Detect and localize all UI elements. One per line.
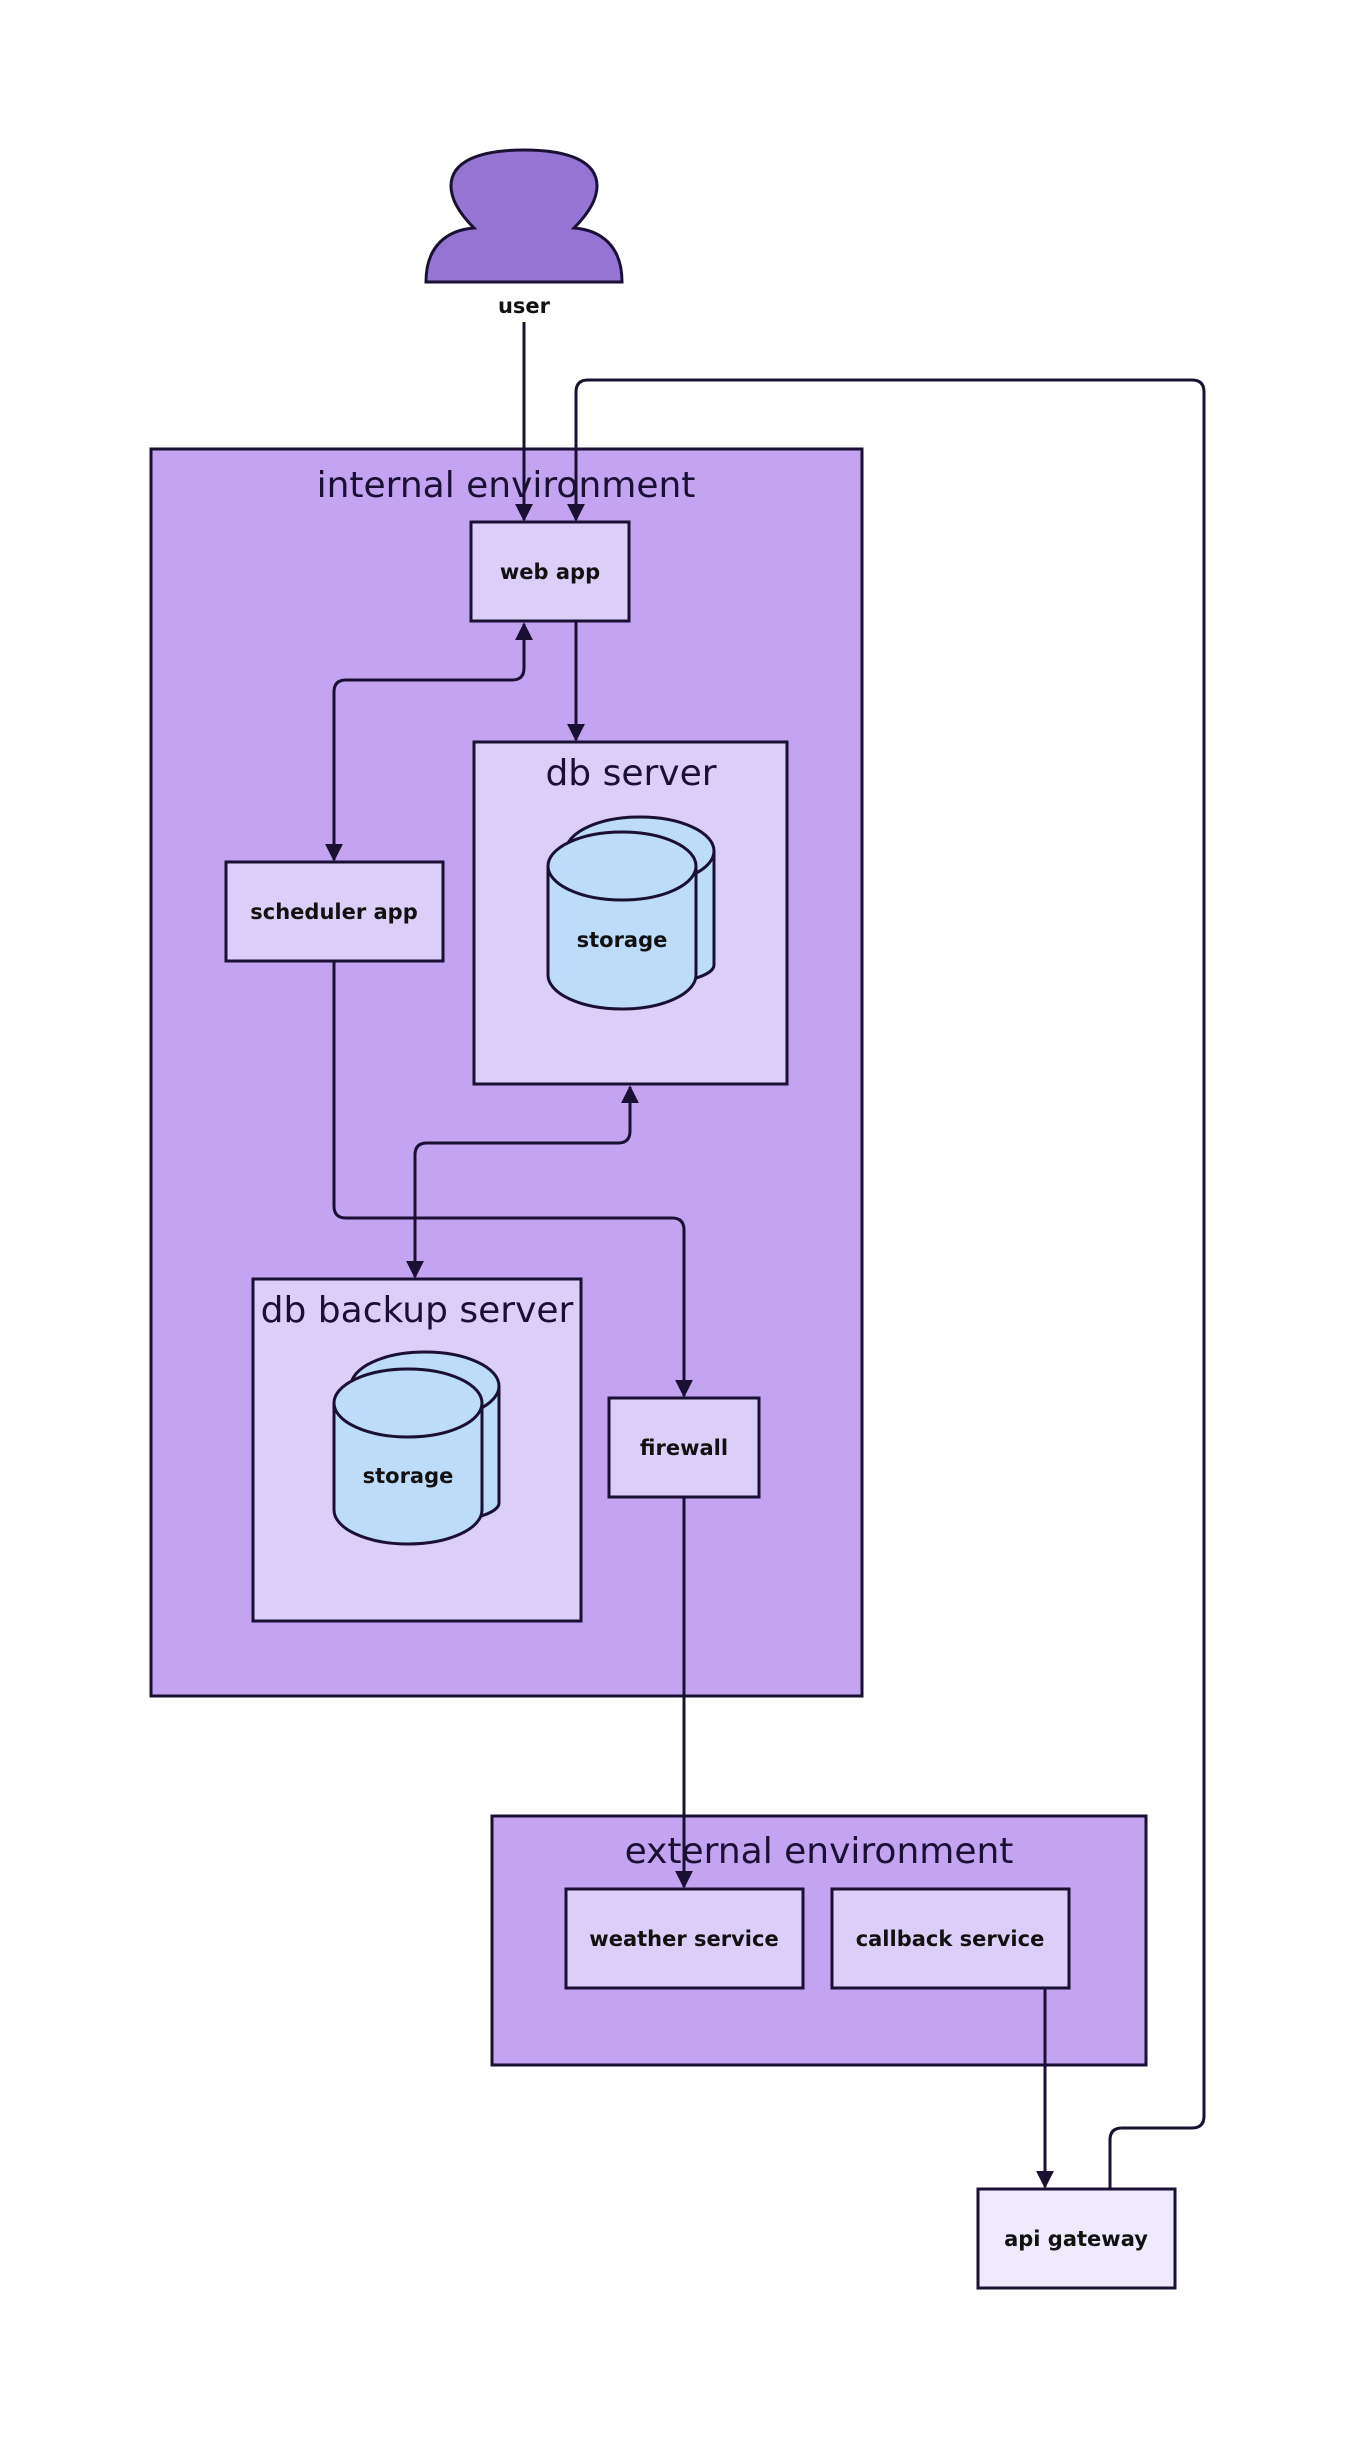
callback-service-box[interactable] — [830, 1887, 1071, 1990]
weather-service-label: weather service — [589, 1927, 778, 1951]
scheduler-app-label: scheduler app — [250, 900, 417, 924]
firewall-node[interactable]: firewall — [607, 1396, 761, 1499]
edge-scheduler-to-firewall — [332, 961, 693, 1398]
backup-storage-icon — [332, 1350, 501, 1546]
edge-web-app-scheduler — [325, 622, 533, 862]
callback-service-label: callback service — [856, 1927, 1045, 1951]
weather-service-node[interactable]: weather service — [564, 1887, 805, 1990]
api-gateway-box[interactable] — [976, 2187, 1177, 2290]
user-node[interactable]: user — [424, 148, 624, 318]
internal-environment-label: internal environment — [317, 465, 696, 506]
firewall-box[interactable] — [607, 1396, 761, 1499]
user-label: user — [498, 294, 551, 318]
api-gateway-node[interactable]: api gateway — [976, 2187, 1177, 2290]
db-server: db server storage — [472, 740, 789, 1086]
web-app-node[interactable]: web app — [469, 520, 631, 623]
weather-service-box[interactable] — [564, 1887, 805, 1990]
db-backup-server-label: db backup server — [261, 1290, 574, 1331]
db-storage-icon — [546, 815, 716, 1011]
db-server-label: db server — [545, 753, 716, 794]
web-app-box[interactable] — [469, 520, 631, 623]
edges — [325, 322, 1206, 2189]
api-gateway-label: api gateway — [1004, 2227, 1148, 2251]
external-environment-label: external environment — [625, 1831, 1014, 1872]
backup-storage-label: storage — [363, 1464, 454, 1488]
web-app-label: web app — [500, 560, 600, 584]
edge-api-gateway-to-web-app — [567, 378, 1206, 2189]
scheduler-app-node[interactable]: scheduler app — [224, 860, 445, 963]
db-backup-server: db backup server storage — [251, 1277, 583, 1623]
db-storage-label: storage — [577, 928, 668, 952]
firewall-label: firewall — [640, 1436, 728, 1460]
edge-db-server-db-backup — [406, 1085, 639, 1279]
user-icon[interactable] — [424, 148, 624, 284]
callback-service-node[interactable]: callback service — [830, 1887, 1071, 1990]
